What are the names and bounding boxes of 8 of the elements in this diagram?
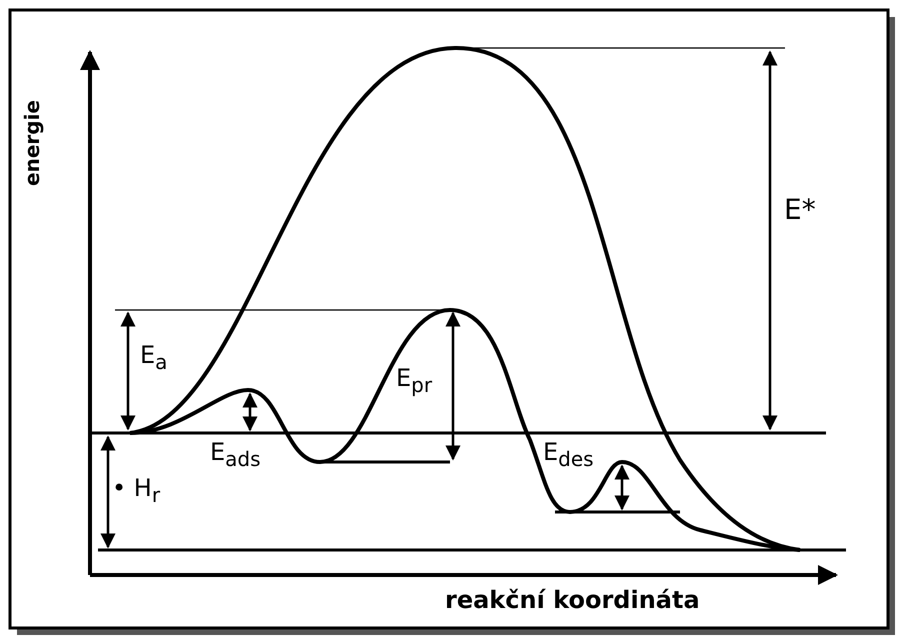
energy-label: E$_{pr}$ bbox=[396, 366, 432, 395]
energy-label: E$_{des}$ bbox=[543, 440, 594, 469]
axis-label: reakční koordináta bbox=[445, 588, 700, 612]
energy-label: E$_{a}$ bbox=[140, 343, 168, 372]
energy-label: • H$_{r}$ bbox=[112, 476, 160, 505]
energy-label: E* bbox=[784, 196, 816, 224]
energy-label: E$_{ads}$ bbox=[210, 440, 261, 469]
axis-label: energie bbox=[22, 100, 42, 186]
